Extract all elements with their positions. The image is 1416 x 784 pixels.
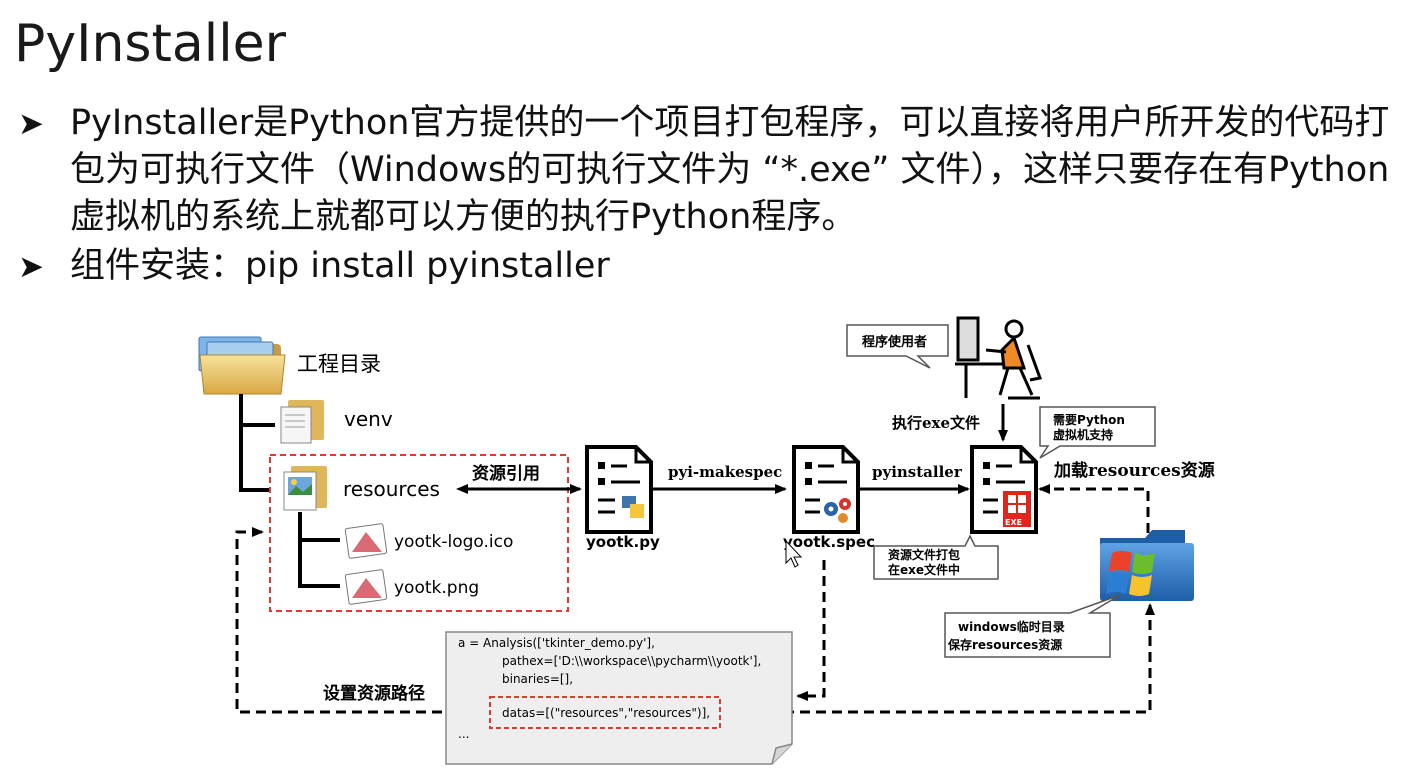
mouse-cursor-icon [785,539,803,568]
venv-label: venv [344,407,393,431]
datas-to-windows-arrow [720,603,1155,714]
spec-to-code-arrow [796,560,826,701]
png-file-label: yootk.png [394,578,479,598]
bullet-text-install: 组件安装：pip install pyinstaller [70,246,610,286]
py-file-label: yootk.py [586,533,660,551]
spec-file-label: yootk.spec [783,533,875,551]
exe-file-icon [970,445,1038,534]
pack-resources-line2: 在exe文件中 [888,562,960,577]
win-temp-line1: windows临时目录 [958,619,1065,634]
arrow-bullet-icon: ➤ [18,249,44,285]
python-file-icon [585,445,653,534]
project-folder-icon [198,336,286,395]
project-root-label: 工程目录 [297,352,381,376]
bullet-list: ➤ PyInstaller是Python官方提供的一个项目打包程序，可以直接将用… [18,100,1398,290]
windows-temp-bubble [944,594,1121,658]
datas-highlight-box [489,696,721,729]
pack-resources-line1: 资源文件打包 [888,547,960,562]
pack-resources-bubble [873,534,999,580]
run-exe-label: 执行exe文件 [892,414,980,432]
resources-highlight-box [269,454,569,612]
program-user-bubble [846,324,949,369]
python-vm-bubble [1039,406,1156,459]
code-line-5: ... [458,727,469,741]
set-path-arrow [235,527,490,714]
need-python-line1: 需要Python [1053,412,1125,427]
resource-ref-label: 资源引用 [472,463,540,484]
spec-file-icon [792,445,860,534]
windows-folder-icon [1100,530,1194,601]
bullet-text-intro: PyInstaller是Python官方提供的一个项目打包程序，可以直接将用户所… [70,103,1390,237]
slide-title: PyInstaller [14,14,287,74]
ico-file-label: yootk-logo.ico [394,532,513,552]
ico-image-icon [344,523,388,559]
arrow-bullet-icon: ➤ [18,106,44,142]
bullet-item-install: ➤ 组件安装：pip install pyinstaller [18,243,1398,290]
code-line-1: a = Analysis(['tkinter_demo.py'], [458,636,655,650]
load-resources-label: 加载resources资源 [1053,460,1215,481]
program-user-label: 程序使用者 [862,334,927,350]
resources-label: resources [343,477,440,501]
venv-folder-icon [280,400,324,444]
makespec-label: pyi-makespec [668,463,782,481]
code-line-3: binaries=[], [502,672,573,686]
resources-folder-icon [283,466,327,511]
load-resources-arrow [1038,484,1150,533]
png-image-icon [344,569,388,605]
program-user-icon [955,316,1043,400]
need-python-line2: 虚拟机支持 [1053,427,1113,442]
win-temp-line2: 保存resources资源 [947,637,1062,652]
bullet-item-intro: ➤ PyInstaller是Python官方提供的一个项目打包程序，可以直接将用… [18,100,1398,241]
code-line-2: pathex=['D:\\workspace\\pycharm\\yootk']… [502,654,761,668]
set-path-label: 设置资源路径 [323,683,425,704]
pyinstaller-label: pyinstaller [872,463,963,481]
exe-badge: EXE [1005,518,1022,527]
tree-lines [239,394,340,588]
code-line-4: datas=[("resources","resources")], [502,706,710,720]
